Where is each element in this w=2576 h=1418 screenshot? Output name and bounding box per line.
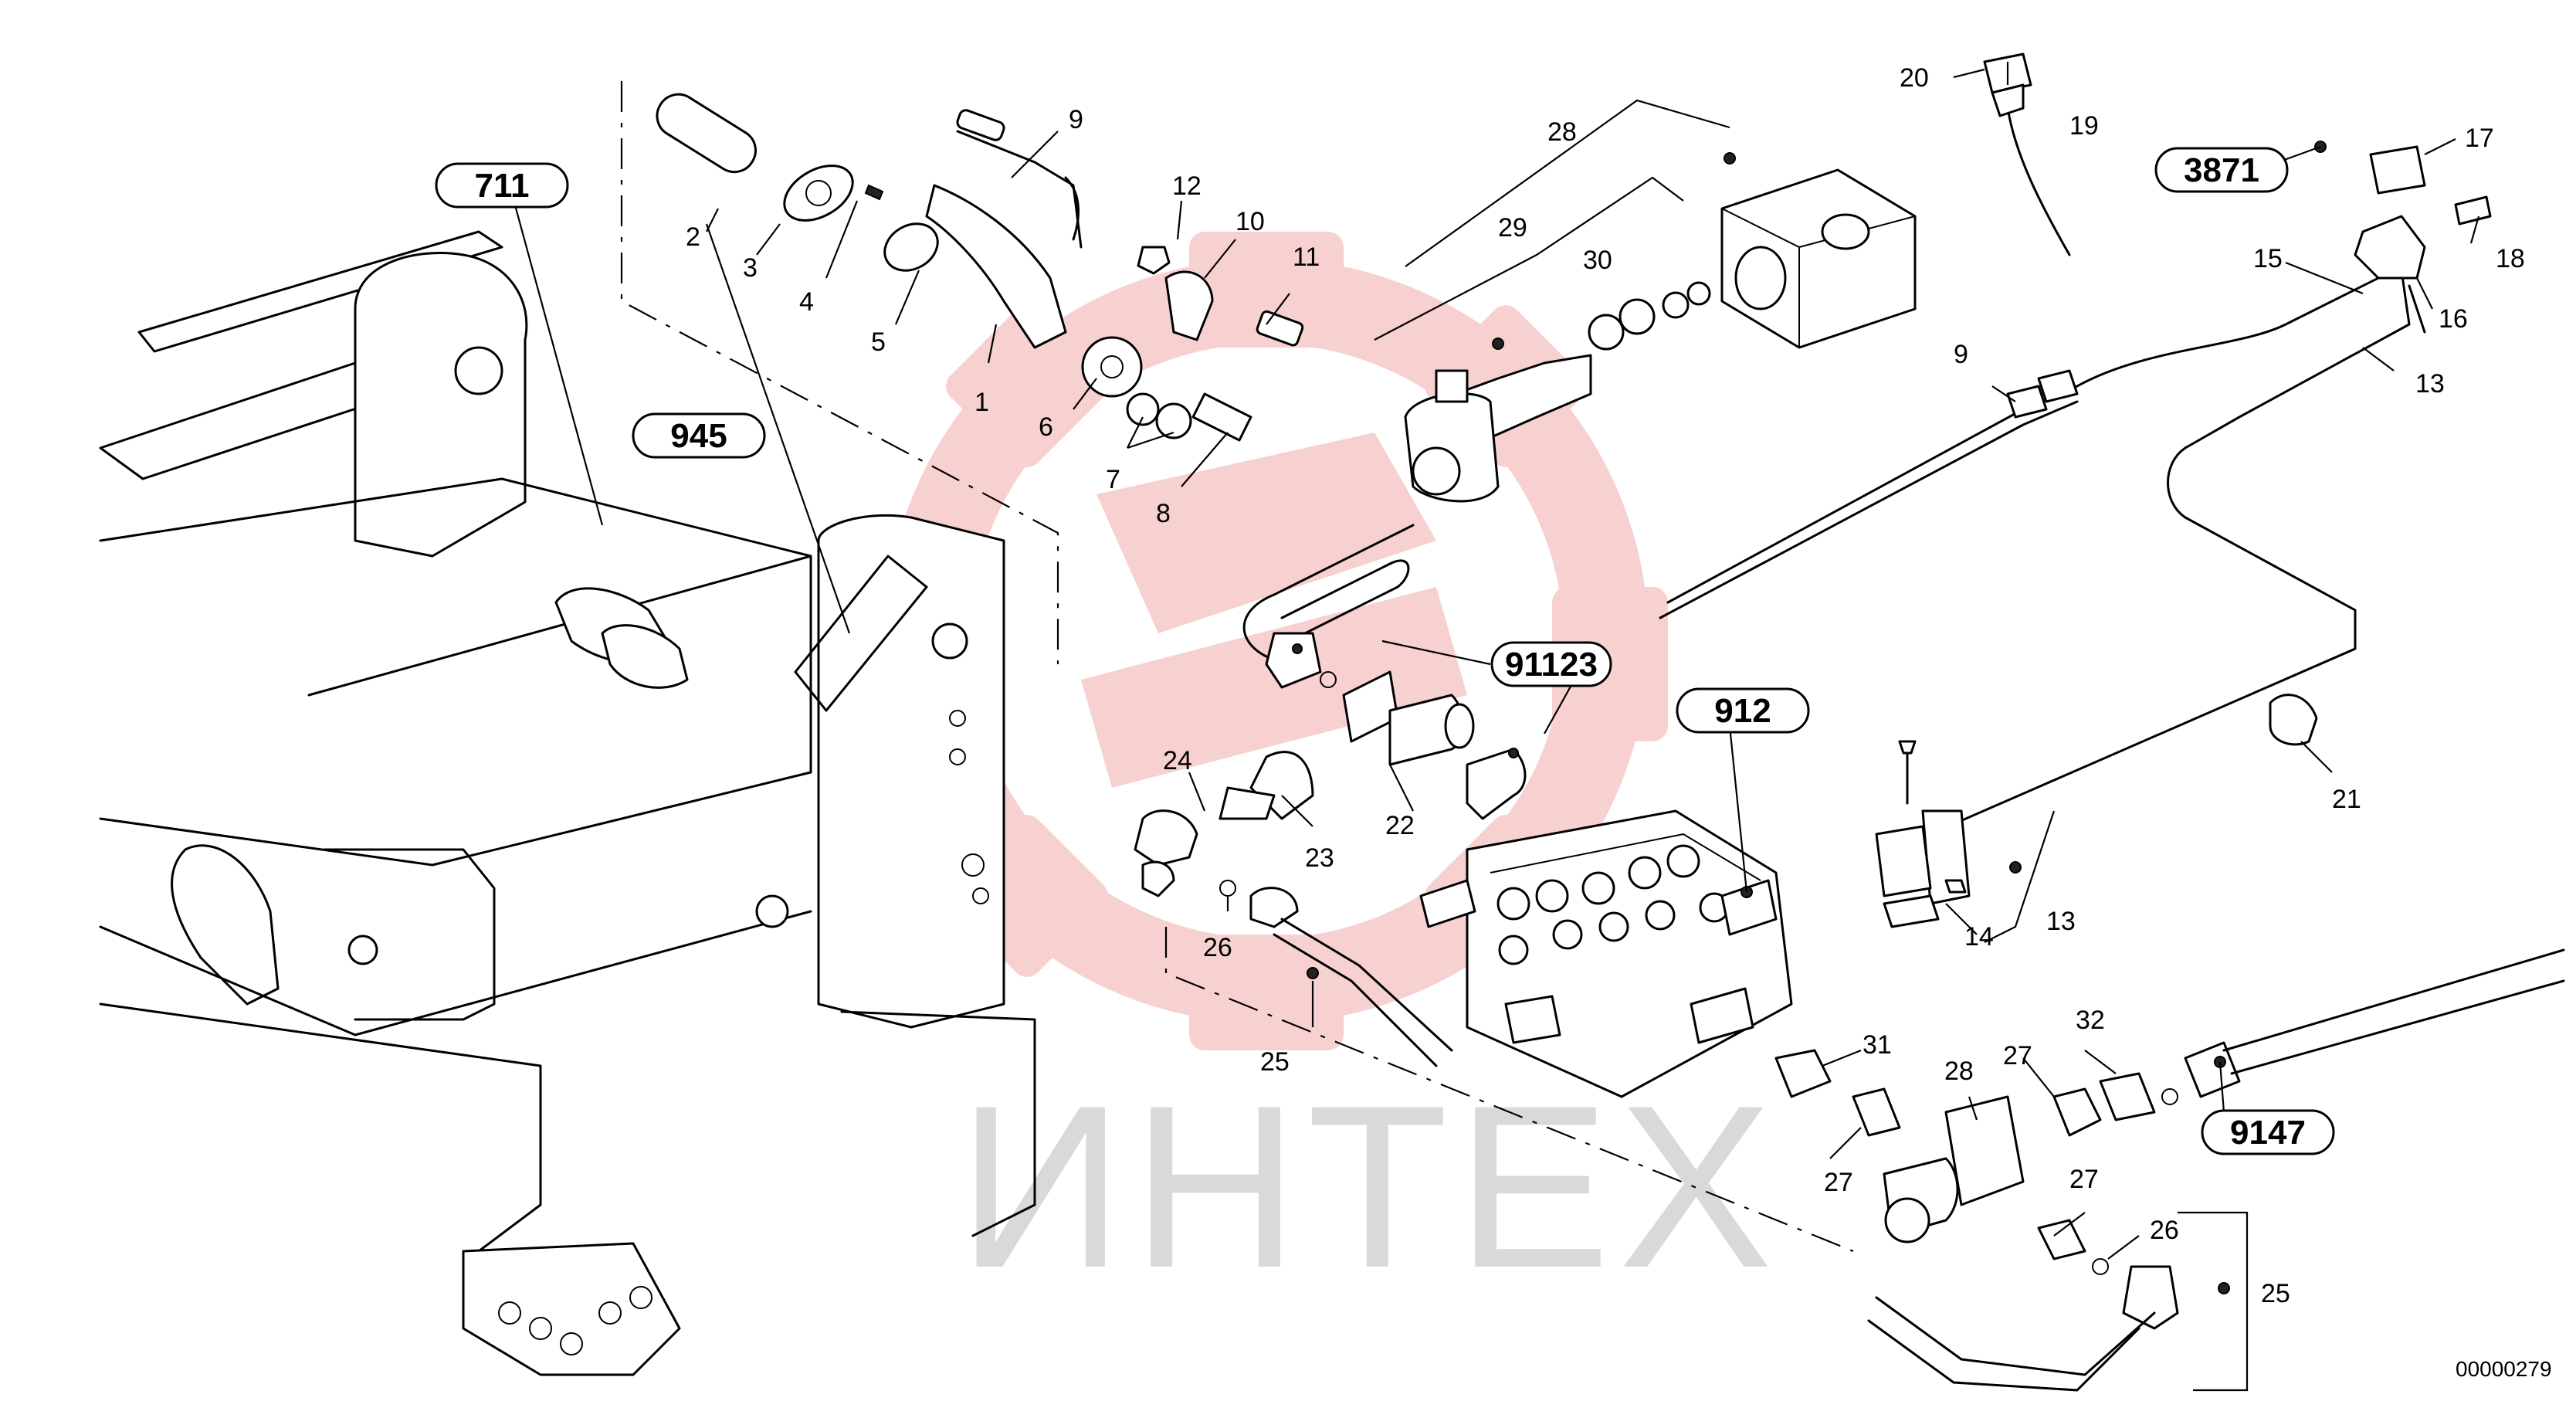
callout-9-right: 9: [1954, 340, 1968, 369]
reference-912-label: 912: [1714, 692, 1771, 730]
callout-5: 5: [871, 327, 886, 357]
loader-frame: [99, 230, 1036, 1376]
callout-12: 12: [1172, 171, 1202, 201]
control-valve: [1419, 809, 1793, 1098]
callout-3: 3: [743, 253, 758, 283]
callout-10: 10: [1235, 207, 1265, 236]
reference-3871[interactable]: 3871: [2154, 147, 2289, 193]
reference-9147[interactable]: 9147: [2201, 1109, 2335, 1155]
callout-16: 16: [2439, 304, 2468, 334]
leader-lines: [508, 62, 2480, 1260]
callout-6: 6: [1039, 412, 1053, 442]
callout-28-top: 28: [1547, 117, 1577, 147]
callout-7: 7: [1106, 465, 1120, 494]
callout-30: 30: [1583, 246, 1612, 275]
callout-24: 24: [1163, 746, 1192, 775]
solenoid-valve: [1374, 99, 1917, 503]
sensor-assembly: [620, 81, 1304, 664]
callout-27-bottom: 27: [2069, 1165, 2099, 1194]
callout-31: 31: [1863, 1030, 1892, 1060]
reference-9147-label: 9147: [2230, 1114, 2306, 1152]
callout-8: 8: [1156, 499, 1171, 528]
reference-912[interactable]: 912: [1676, 687, 1810, 734]
reference-945-label: 945: [670, 417, 727, 455]
callout-9-top: 9: [1069, 105, 1083, 134]
hose-group: [1134, 524, 1854, 1253]
callout-28-bottom: 28: [1944, 1057, 1974, 1086]
callout-numbers: 1 2 3 4 5 6 7 8 9 9 10 11 12 13 13 14 15…: [686, 63, 2525, 1308]
watermark-text: ИНТЕХ: [958, 1057, 1781, 1316]
callout-14: 14: [1964, 922, 1994, 952]
callout-26-right: 26: [2150, 1216, 2179, 1245]
callout-26-left: 26: [1203, 933, 1232, 962]
callout-11: 11: [1293, 243, 1320, 272]
callout-13-upper: 13: [2415, 369, 2445, 399]
reference-91123-label: 91123: [1505, 646, 1598, 684]
callout-17: 17: [2465, 124, 2494, 153]
callout-25-right: 25: [2261, 1279, 2290, 1308]
callout-4: 4: [799, 287, 814, 317]
right-valve-block: [1774, 948, 2565, 1392]
callout-15: 15: [2253, 244, 2283, 273]
callout-27-mid: 27: [2003, 1041, 2032, 1070]
document-number: 00000279: [2456, 1357, 2552, 1381]
callout-25-left: 25: [1260, 1047, 1290, 1077]
callout-27-left: 27: [1824, 1168, 1853, 1197]
reference-3871-label: 3871: [2184, 151, 2259, 189]
reference-711-label: 711: [475, 167, 530, 205]
callout-19: 19: [2069, 111, 2099, 141]
callout-20: 20: [1900, 63, 1929, 93]
callout-32: 32: [2076, 1006, 2105, 1035]
callout-23: 23: [1305, 843, 1334, 873]
callout-13-lower: 13: [2046, 907, 2076, 936]
reference-945[interactable]: 945: [632, 412, 766, 459]
callout-22: 22: [1385, 811, 1415, 840]
callout-1: 1: [974, 388, 989, 417]
callout-2: 2: [686, 222, 700, 252]
callout-18: 18: [2496, 244, 2525, 273]
callout-29: 29: [1498, 213, 1527, 243]
reference-91123[interactable]: 91123: [1490, 641, 1612, 687]
callout-21: 21: [2332, 785, 2361, 814]
reference-711[interactable]: 711: [435, 162, 569, 209]
